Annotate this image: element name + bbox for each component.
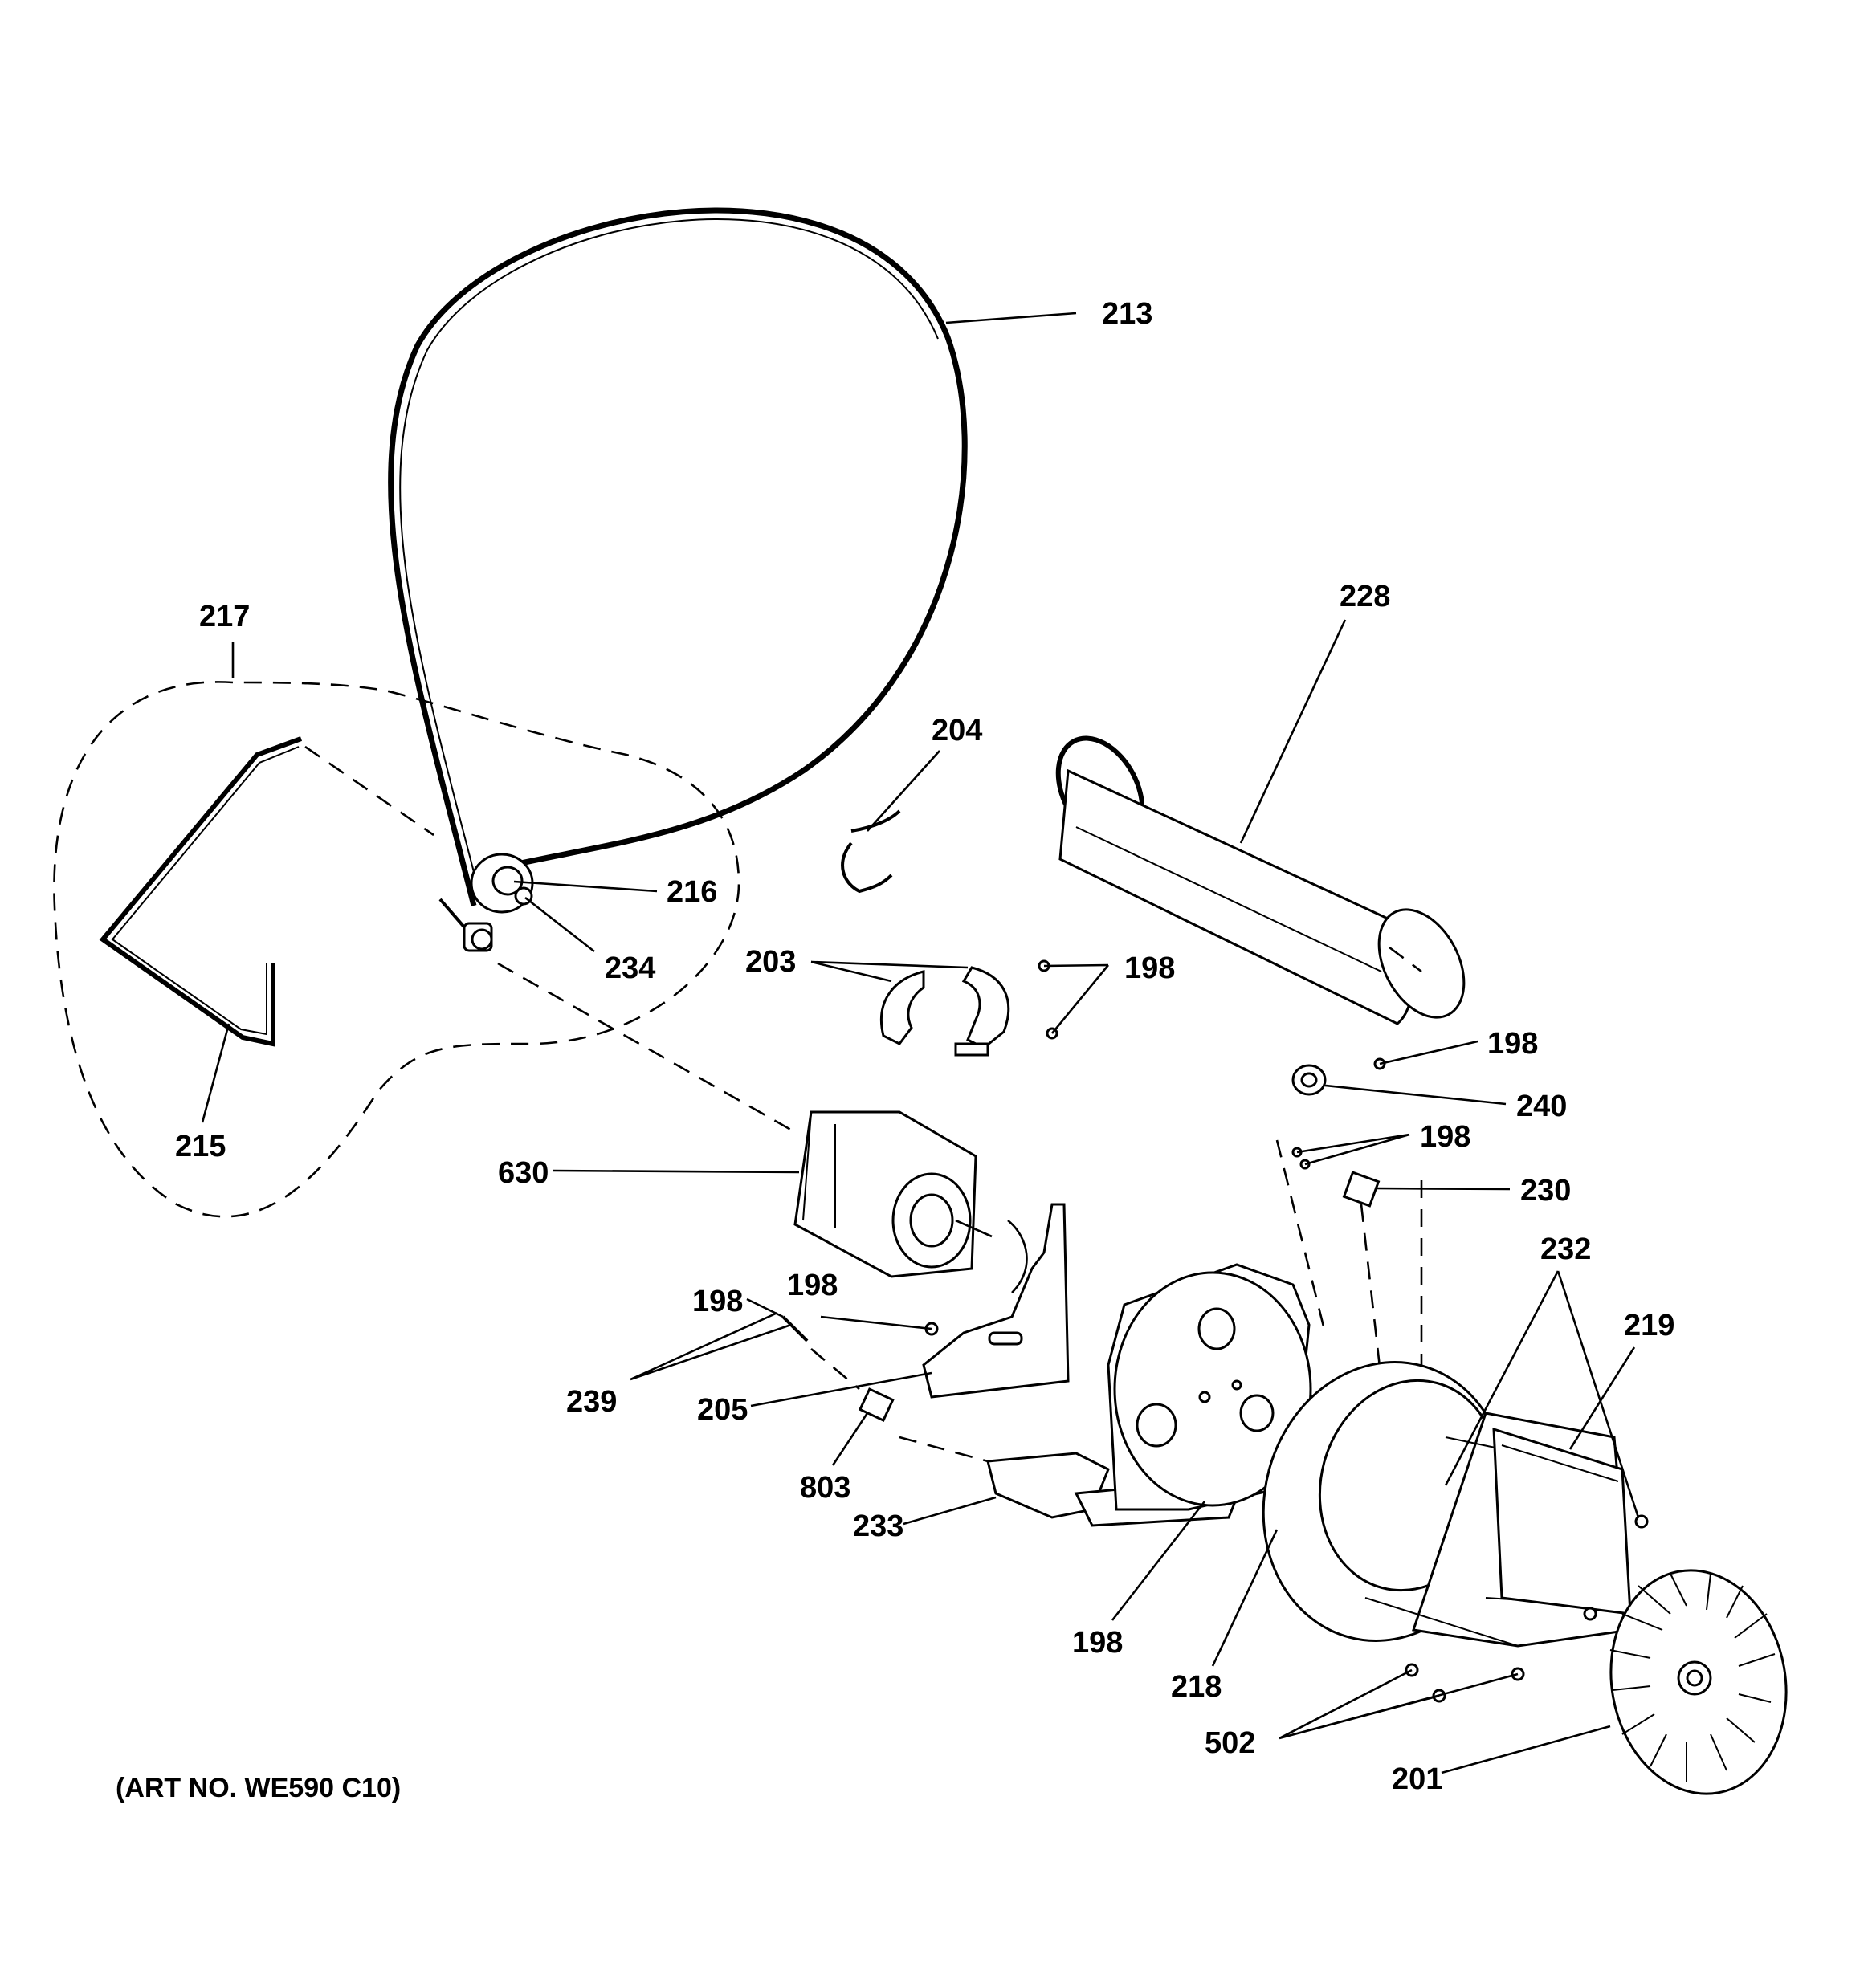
label-seal: 240: [1516, 1090, 1567, 1123]
label-idler-pulley: 216: [667, 875, 717, 909]
label-screw-c: 198: [1420, 1120, 1470, 1154]
motor-mount-bracket: [922, 1203, 1070, 1399]
label-housing-screws: 232: [1540, 1232, 1591, 1266]
blower-wheel: [1609, 1569, 1788, 1795]
motor-switch: [858, 1387, 895, 1422]
label-blower-housing: 218: [1171, 1670, 1222, 1704]
label-idler-arm: 215: [175, 1130, 226, 1163]
duct-seal: [1291, 1064, 1327, 1096]
label-clamps: 203: [745, 945, 796, 979]
label-blower-wheel: 201: [1392, 1762, 1442, 1796]
lint-duct: [1055, 735, 1466, 1025]
label-idler-washer: 234: [605, 951, 655, 985]
label-thermistor: 230: [1520, 1174, 1571, 1208]
leader-lines: [201, 312, 1640, 1774]
label-hardware: 239: [566, 1385, 617, 1419]
label-screw-b: 198: [1487, 1027, 1538, 1061]
art-number-caption: (ART NO. WE590 C10): [116, 1773, 401, 1803]
label-screw-d: 198: [787, 1269, 838, 1302]
label-clip: 204: [932, 714, 982, 748]
drive-belt: [388, 207, 968, 906]
label-idler-assembly: 217: [199, 600, 250, 633]
idler-arm: [99, 736, 303, 1047]
label-duct: 228: [1340, 580, 1390, 613]
clip-wire: [841, 809, 901, 894]
label-base: 233: [853, 1509, 903, 1543]
label-blower-screws: 502: [1205, 1726, 1255, 1760]
label-motor: 630: [498, 1156, 549, 1190]
motor-clamps: [879, 966, 1010, 1057]
label-belt: 213: [1102, 297, 1152, 331]
drive-motor: [793, 1110, 993, 1278]
label-screw-e: 198: [692, 1285, 743, 1318]
label-frame: 219: [1624, 1309, 1674, 1342]
blower-housing-bulkhead: [1107, 1263, 1312, 1511]
idler-assembly-outline: [53, 681, 740, 1218]
label-screw-f: 198: [1072, 1626, 1123, 1660]
label-screw-a: 198: [1124, 951, 1175, 985]
label-switch: 803: [800, 1471, 850, 1505]
label-motor-mount: 205: [697, 1393, 748, 1427]
thermistor-bracket: [1342, 1171, 1381, 1208]
